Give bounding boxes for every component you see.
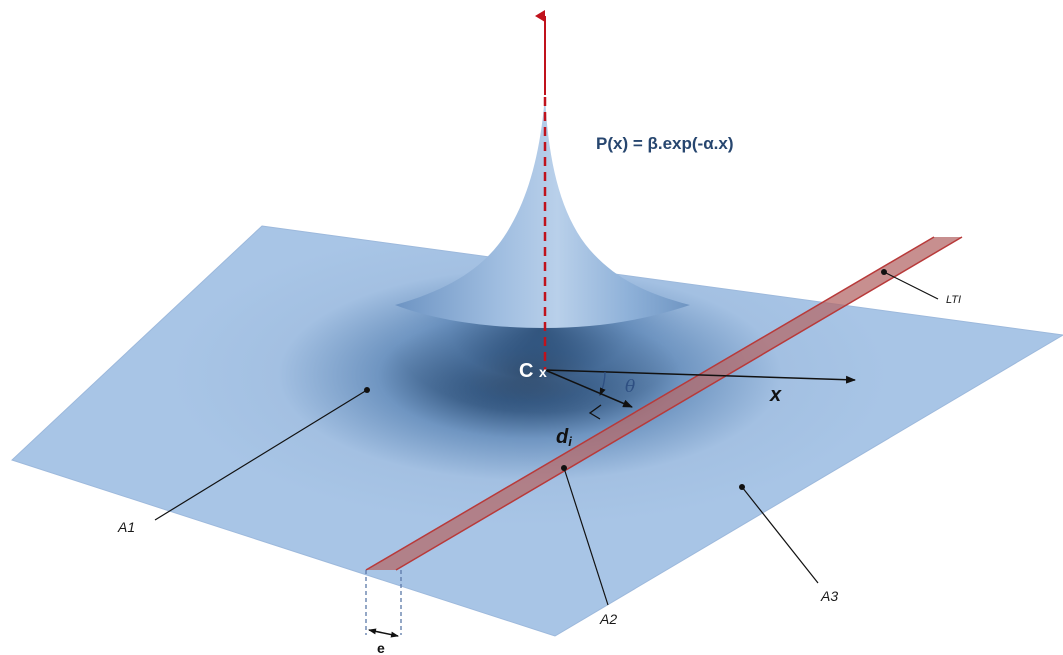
width-arrow bbox=[368, 628, 399, 638]
lti-line bbox=[883, 271, 939, 300]
a1-leader bbox=[154, 387, 370, 521]
lti-strip-edge-right bbox=[395, 236, 963, 571]
a3-label: A3 bbox=[820, 588, 838, 604]
peak-base-shadow bbox=[320, 290, 740, 440]
width-label: e bbox=[377, 640, 385, 655]
distance-label-subscript: i bbox=[568, 434, 572, 449]
distance-arrow bbox=[544, 369, 633, 408]
exponential-peak bbox=[395, 95, 690, 328]
angle-arc bbox=[599, 371, 606, 396]
center-marker: x bbox=[539, 364, 547, 380]
lti-label: LTI bbox=[946, 294, 961, 306]
distance-label-main: d bbox=[556, 426, 569, 448]
a1-line bbox=[154, 389, 368, 521]
a1-label: A1 bbox=[117, 519, 135, 535]
lti-strip-band bbox=[366, 237, 962, 570]
right-angle-marker bbox=[588, 404, 602, 420]
lti-strip bbox=[365, 236, 963, 571]
a2-line bbox=[563, 467, 609, 606]
formula-label: P(x) = β.exp(-α.x) bbox=[596, 134, 734, 153]
a3-line bbox=[741, 486, 819, 584]
x-axis-arrow bbox=[544, 369, 856, 384]
distance-label: di bbox=[556, 426, 572, 449]
x-axis-label: x bbox=[769, 384, 782, 406]
a3-leader bbox=[739, 484, 819, 584]
lti-strip-edge-left bbox=[365, 236, 935, 571]
a2-leader bbox=[561, 465, 609, 606]
angle-label: θ bbox=[625, 377, 635, 397]
center-label: C bbox=[519, 360, 533, 382]
lti-leader bbox=[881, 269, 939, 300]
a2-label: A2 bbox=[599, 611, 617, 627]
